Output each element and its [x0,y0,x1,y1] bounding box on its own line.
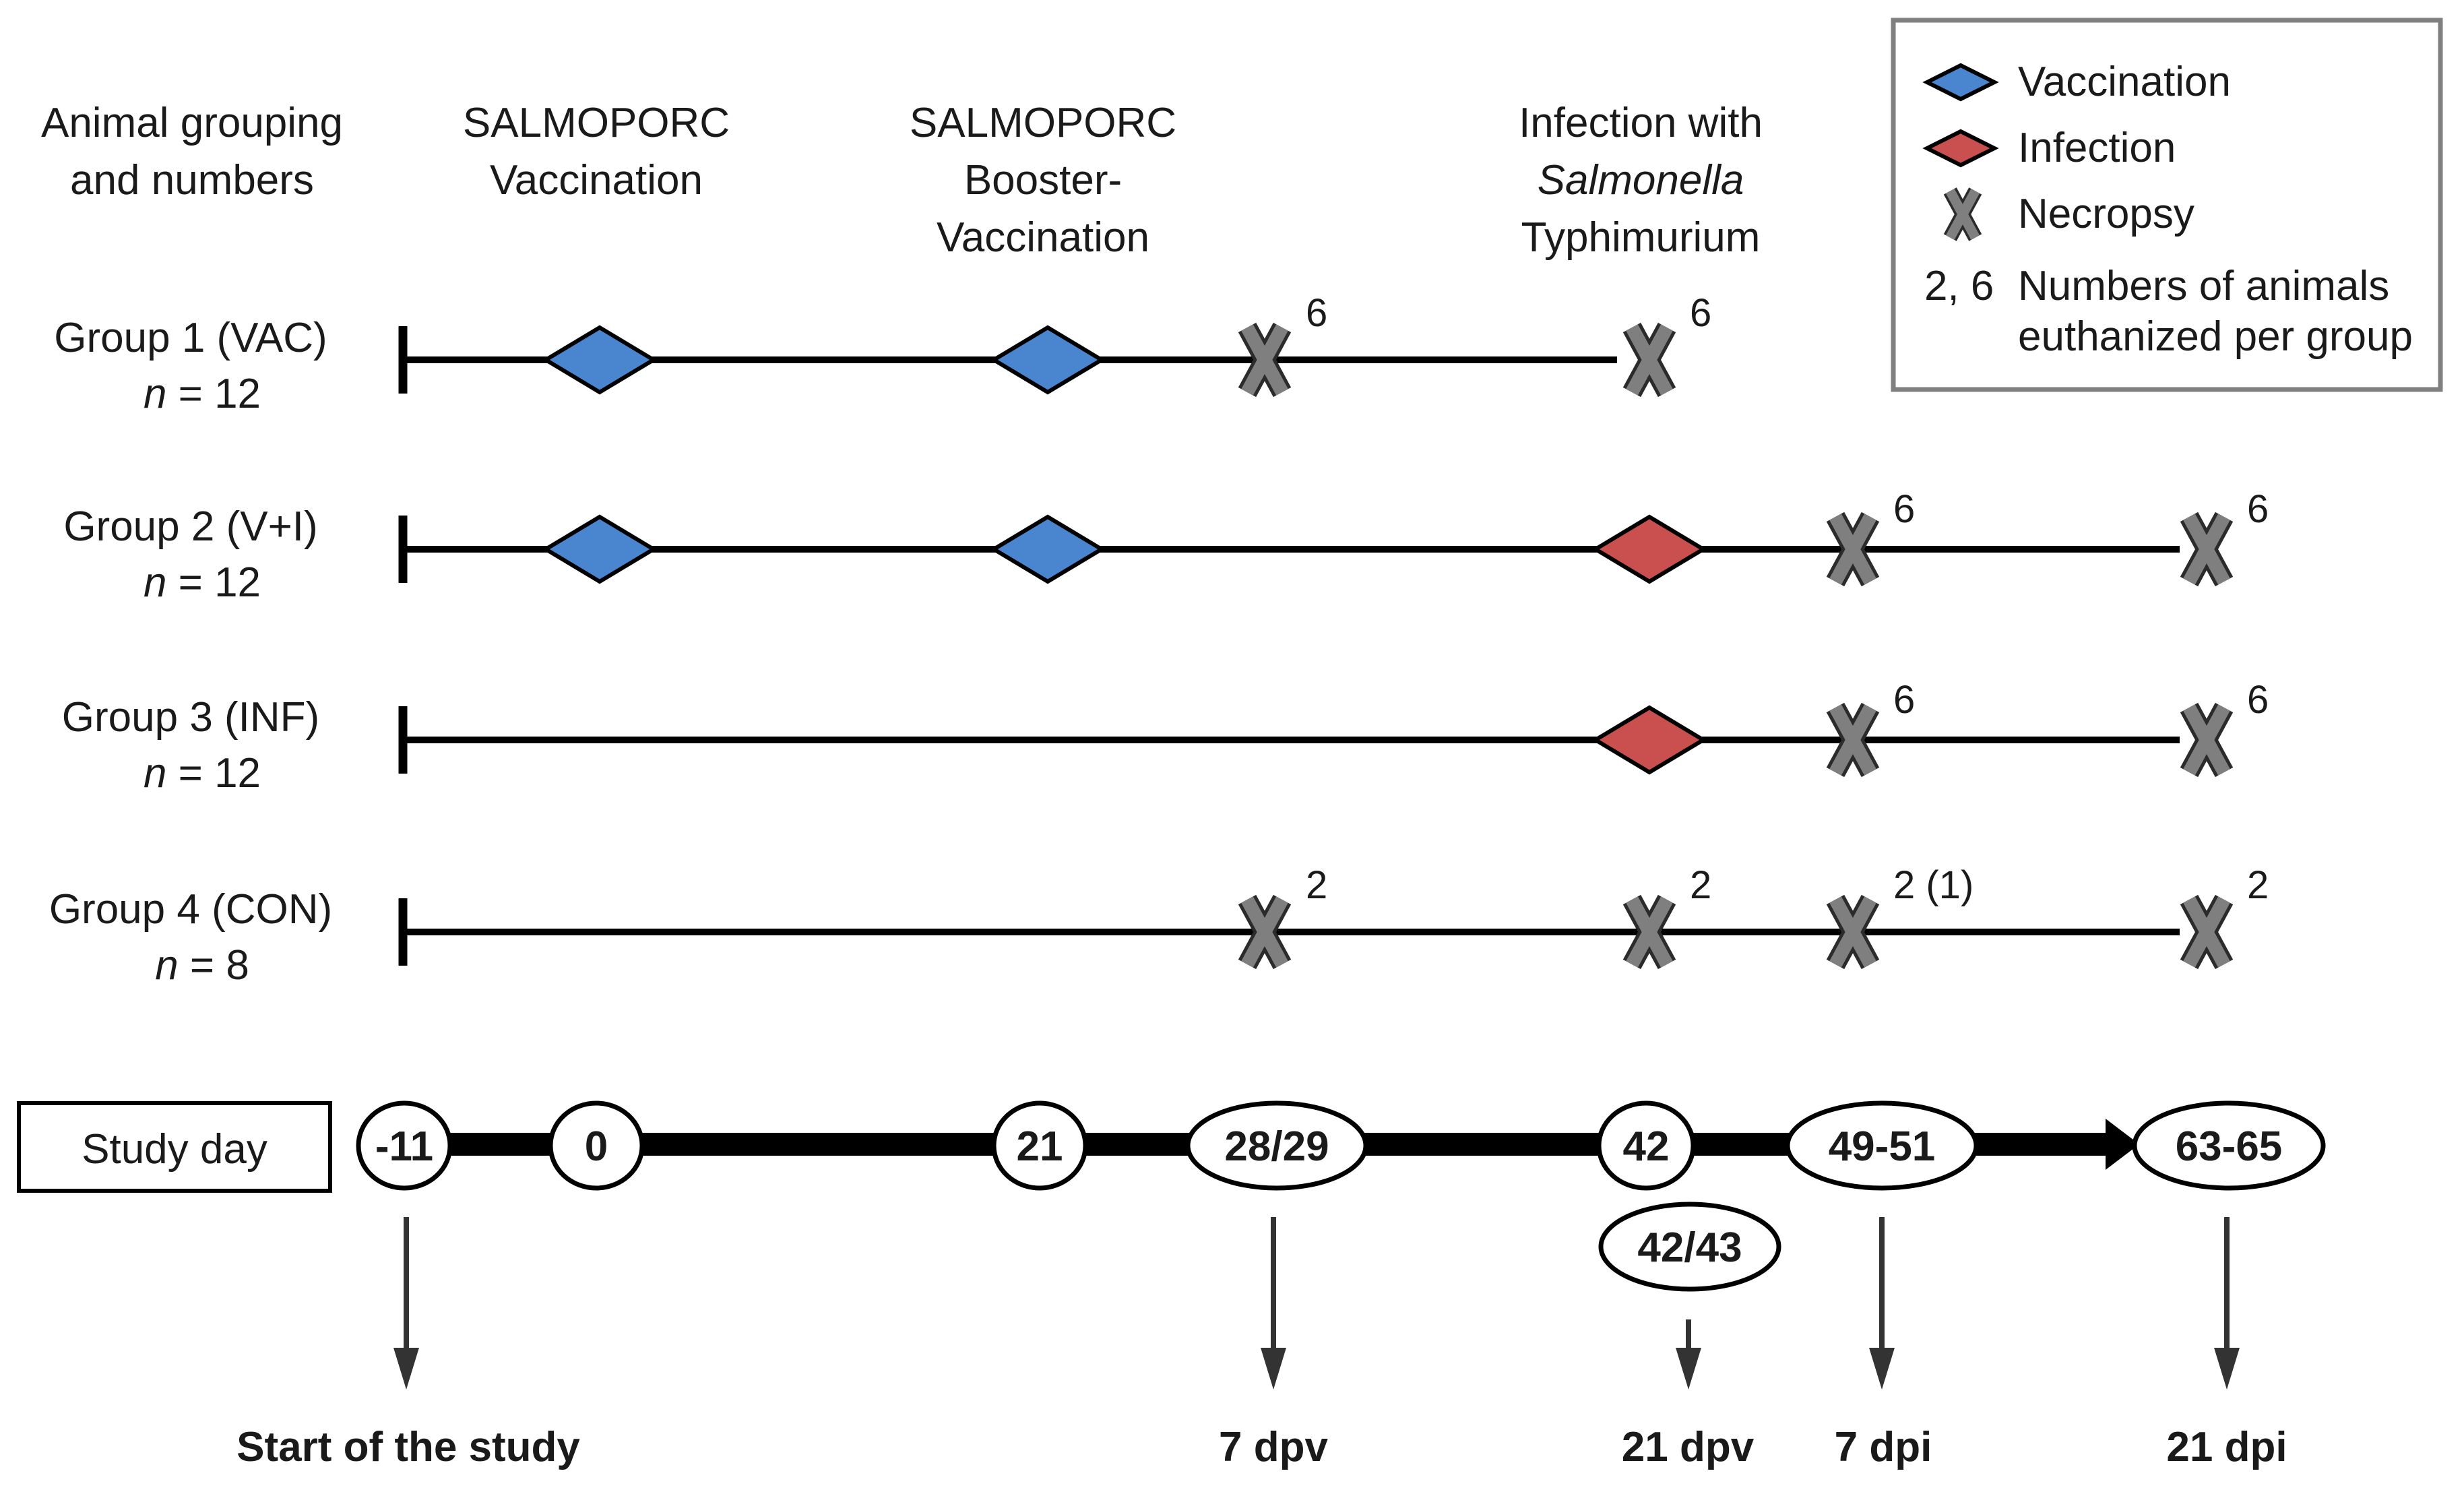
group-1-necropsy-2-x-icon [1632,328,1667,392]
day-label-49-51: 49-51 [1829,1123,1936,1170]
group-4-necropsy-4-count: 2 [2247,863,2269,907]
group-3-necropsy-2-x-icon [2189,708,2224,772]
header-booster-line1: SALMOPORC [910,100,1176,146]
group-1-booster-diamond [990,325,1106,395]
legend-vaccination-diamond [1922,63,1999,102]
group-4-timeline: 2 2 2 (1) 2 [398,863,2269,966]
group-4-necropsy-1-count: 2 [1306,863,1327,907]
group-2-n: n = 12 [144,559,261,606]
legend-necropsy-label: Necropsy [2018,191,2194,237]
day-label-42: 42 [1623,1123,1670,1170]
day-label-0: 0 [585,1123,608,1170]
day-label-21: 21 [1017,1123,1063,1170]
header-booster-line2: Booster- [964,157,1122,204]
day-label-42-43: 42/43 [1637,1224,1742,1271]
day-node-21 [991,1100,1088,1191]
group-1-timeline: 6 6 [398,291,1711,395]
group-3-necropsy-2-count: 6 [2247,678,2269,722]
group-2-necropsy-2-count: 6 [2247,487,2269,531]
header-infection-line2: Salmonella [1538,157,1744,204]
legend-numbers-line2: euthanized per group [2018,313,2413,360]
header-vaccination-line1: SALMOPORC [463,100,730,146]
study-day-label: Study day [82,1126,267,1173]
legend: Vaccination Infection Necropsy 2, 6 Numb… [1891,18,2443,392]
group-3-label: Group 3 (INF) [62,694,319,741]
legend-numbers-key: 2, 6 [1924,263,1994,309]
group-4-n: n = 8 [155,942,249,989]
group-4-label: Group 4 (CON) [49,886,332,933]
arrow-start-head [393,1348,419,1390]
header-grouping-line2: and numbers [70,157,314,204]
group-3-n: n = 12 [144,750,261,797]
timeline-arrowhead [2106,1119,2139,1170]
header-infection-line1: Infection with [1519,100,1763,146]
header-grouping-line1: Animal grouping [41,100,343,146]
group-2-infection-diamond [1591,514,1707,584]
study-day-timeline: Study day -11 0 21 28/29 42 42/43 49-51 … [17,1100,2326,1292]
header-infection-line3: Typhimurium [1521,214,1761,261]
group-2-necropsy-1-count: 6 [1893,487,1915,531]
header-vaccination-line2: Vaccination [490,157,703,204]
legend-vaccination-label: Vaccination [2018,59,2231,105]
milestone-21dpi: 21 dpi [2166,1424,2287,1470]
day-node-42 [1596,1100,1696,1191]
arrow-7dpi-head [1869,1348,1895,1390]
legend-infection-diamond [1922,129,1999,168]
arrow-21dpi-head [2214,1348,2240,1390]
milestone-21dpv: 21 dpv [1622,1424,1755,1470]
group-1-label: Group 1 (VAC) [54,315,327,361]
arrow-21dpv-head [1676,1348,1701,1390]
day-label-minus11: -11 [375,1123,433,1170]
group-3-timeline: 6 6 [398,678,2269,775]
milestone-arrows [393,1217,2240,1390]
day-node-49-51 [1785,1100,1979,1191]
group-2-vaccination-diamond [542,514,658,584]
group-4-necropsy-3-count: 2 (1) [1893,863,1973,907]
day-node-minus11 [356,1100,453,1191]
milestone-7dpi: 7 dpi [1835,1424,1932,1470]
group-3-necropsy-1-count: 6 [1893,678,1915,722]
milestone-start: Start of the study [236,1424,580,1470]
group-2-booster-diamond [990,514,1106,584]
group-1-n: n = 12 [144,371,261,417]
legend-numbers-line1: Numbers of animals [2018,263,2389,309]
group-4-necropsy-2-count: 2 [1690,863,1711,907]
legend-infection-label: Infection [2018,125,2176,171]
group-1-vaccination-diamond [542,325,658,395]
day-node-42-43 [1598,1202,1781,1292]
header-booster-line3: Vaccination [937,214,1149,261]
day-node-28-29 [1185,1100,1368,1191]
day-label-28-29: 28/29 [1224,1123,1329,1170]
group-1-necropsy-2-count: 6 [1690,291,1711,335]
milestone-7dpv: 7 dpv [1219,1424,1328,1470]
group-2-timeline: 6 6 [398,487,2269,584]
group-4-necropsy-4-x-icon [2189,900,2224,964]
study-day-box [17,1101,332,1193]
day-node-63-65 [2132,1100,2326,1191]
group-2-label: Group 2 (V+I) [63,503,317,550]
group-3-infection-diamond [1591,705,1707,775]
day-node-0 [548,1100,645,1191]
arrow-7dpv-head [1261,1348,1286,1390]
day-label-63-65: 63-65 [2176,1123,2283,1170]
group-1-necropsy-1-count: 6 [1306,291,1327,335]
group-2-necropsy-2-x-icon [2189,517,2224,582]
